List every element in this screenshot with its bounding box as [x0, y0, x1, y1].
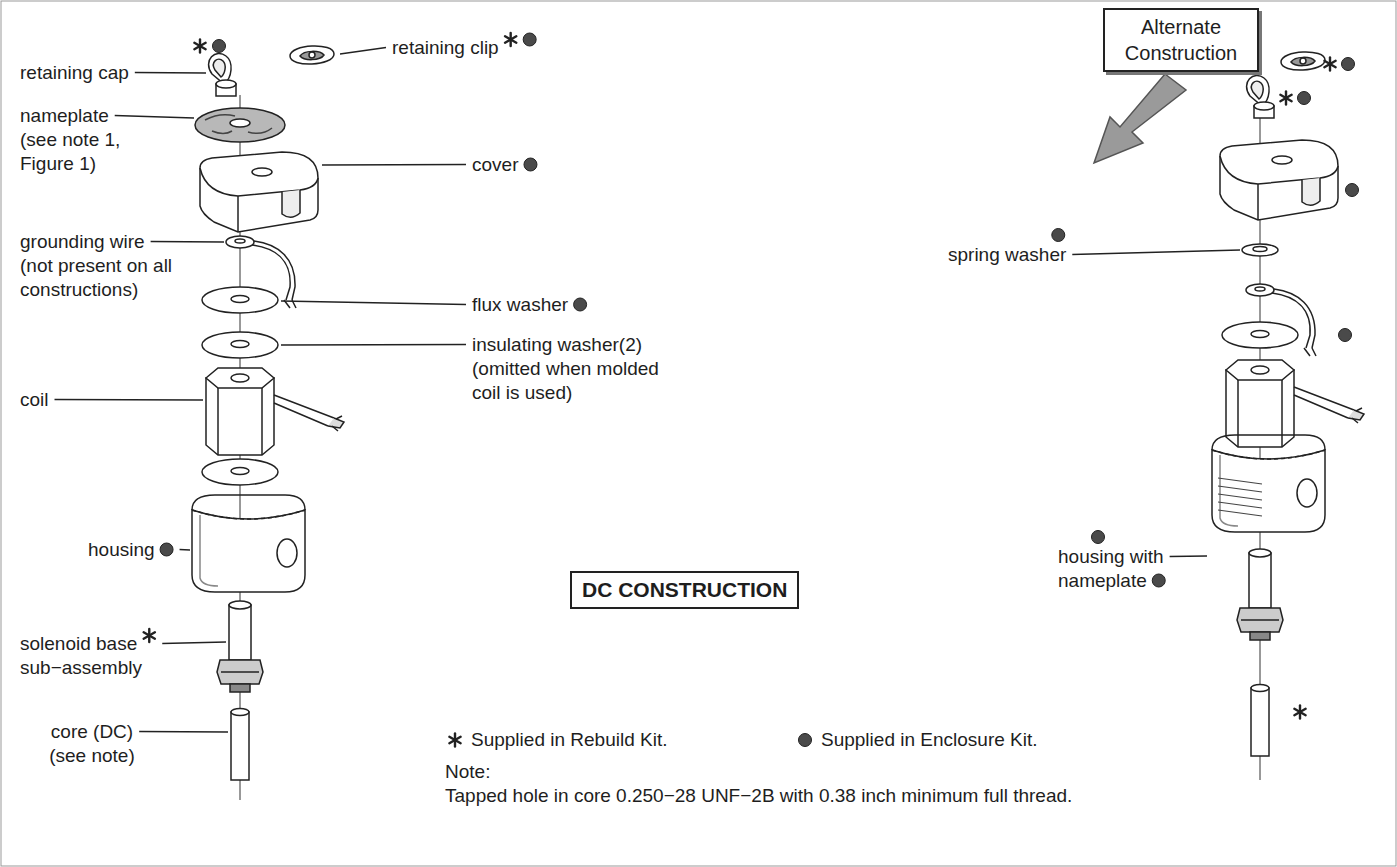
part-label-box: flux washer: [472, 293, 568, 317]
rebuild-kit-asterisk: [1280, 92, 1291, 105]
flux-washer-part: [202, 287, 278, 313]
part-label-box: retaining cap: [20, 61, 129, 85]
legend-text: Supplied in Rebuild Kit.: [471, 728, 667, 752]
note-text: Note:: [445, 761, 490, 782]
leader-line: [162, 642, 226, 644]
part-label-box: Tapped hole in core 0.250−28 UNF−2B with…: [445, 784, 1072, 808]
coil-part: [1226, 360, 1364, 447]
cover-part: [1220, 140, 1338, 220]
rebuild-kit-asterisk: [505, 33, 516, 46]
part-label: cover: [472, 154, 518, 175]
leader-line: [151, 241, 224, 243]
part-label: flux washer: [472, 294, 568, 315]
core-part: [231, 709, 249, 781]
rebuild-kit-asterisk: [1324, 58, 1335, 71]
part-label-box: Note:: [445, 760, 490, 784]
legend-entry: Supplied in Rebuild Kit.: [445, 728, 667, 752]
legend-entry: Supplied in Enclosure Kit.: [795, 728, 1038, 752]
enclosure-kit-dot: [523, 33, 536, 46]
spring-washer-part: [1242, 244, 1278, 256]
leader-line: [322, 164, 466, 166]
enclosure-kit-dot: [213, 40, 226, 53]
cover-part: [200, 152, 318, 232]
enclosure-kit-dot: [799, 734, 812, 747]
part-label-box: housing: [88, 538, 155, 562]
rebuild-kit-asterisk: [449, 734, 460, 747]
part-label-box: solenoid base sub−assembly: [20, 632, 158, 680]
coil-part: [206, 368, 344, 455]
retaining-cap-part: [209, 53, 236, 96]
title-box: DC CONSTRUCTION: [570, 571, 799, 609]
part-label: solenoid base sub−assembly: [20, 633, 142, 678]
enclosure-kit-dot: [574, 298, 587, 311]
note-text: Tapped hole in core 0.250−28 UNF−2B with…: [445, 785, 1072, 806]
leader-line: [55, 399, 203, 401]
part-label: grounding wire (not present on all const…: [20, 231, 172, 300]
leader-line: [281, 344, 466, 346]
part-label-box: nameplate (see note 1, Figure 1): [20, 104, 134, 176]
part-label: housing: [88, 539, 155, 560]
part-label-box: core (DC) (see note): [42, 720, 142, 768]
leader-line: [115, 116, 194, 119]
leader-line: [139, 731, 228, 733]
flux-washer-part: [1222, 322, 1298, 348]
rebuild-kit-asterisk: [1294, 706, 1305, 719]
part-label-box: spring washer: [948, 243, 1066, 267]
rebuild-kit-asterisk: [144, 629, 155, 642]
part-label-box: retaining clip: [392, 36, 499, 60]
part-label: spring washer: [948, 244, 1066, 265]
part-label: insulating washer(2) (omitted when molde…: [472, 334, 659, 403]
leader-line: [1170, 555, 1207, 557]
retaining-clip-part: [1281, 52, 1325, 70]
enclosure-kit-dot: [524, 158, 537, 171]
enclosure-kit-dot: [1092, 531, 1105, 544]
leader-line: [1072, 250, 1240, 255]
legend-symbol: [445, 730, 465, 750]
part-label: retaining cap: [20, 62, 129, 83]
enclosure-kit-dot: [1052, 229, 1065, 242]
core-part: [1251, 685, 1269, 757]
part-label: housing with nameplate: [1058, 546, 1164, 591]
housing-part: [1212, 435, 1325, 532]
rebuild-kit-asterisk: [194, 40, 205, 53]
part-label-box: cover: [472, 153, 518, 177]
enclosure-kit-dot: [1339, 329, 1352, 342]
legend-text: Supplied in Enclosure Kit.: [821, 728, 1038, 752]
enclosure-kit-dot: [1152, 574, 1165, 587]
leader-line: [281, 301, 466, 305]
leader-line: [180, 549, 190, 551]
enclosure-kit-dot: [1342, 58, 1355, 71]
retaining-cap-part: [1247, 75, 1274, 118]
part-label: coil: [20, 389, 49, 410]
box-text: Alternate Construction: [1125, 16, 1237, 64]
legend-symbol: [795, 730, 815, 750]
enclosure-kit-dot: [160, 543, 173, 556]
part-label-box: housing with nameplate: [1058, 545, 1186, 593]
callout-box: Alternate Construction: [1103, 8, 1259, 72]
enclosure-kit-dot: [1298, 92, 1311, 105]
part-label: nameplate (see note 1, Figure 1): [20, 105, 120, 174]
part-label-box: grounding wire (not present on all const…: [20, 230, 180, 302]
part-label-box: insulating washer(2) (omitted when molde…: [472, 333, 690, 405]
part-label-box: coil: [20, 388, 49, 412]
insulating-washer-part: [202, 459, 278, 485]
housing-part: [192, 495, 305, 592]
nameplate-part: [195, 108, 285, 142]
leader-line: [135, 72, 206, 74]
solenoid-base-part: [1237, 549, 1283, 640]
enclosure-kit-dot: [1346, 184, 1359, 197]
solenoid-base-part: [217, 601, 263, 692]
part-label: retaining clip: [392, 37, 499, 58]
retaining-clip-part: [290, 46, 334, 64]
box-text: DC CONSTRUCTION: [582, 578, 787, 601]
insulating-washer-part: [202, 332, 278, 358]
part-label: core (DC) (see note): [49, 721, 135, 766]
leader-line: [340, 48, 386, 55]
housing-nameplate-lines: [1218, 478, 1262, 516]
pointer-arrow: [1094, 74, 1186, 163]
